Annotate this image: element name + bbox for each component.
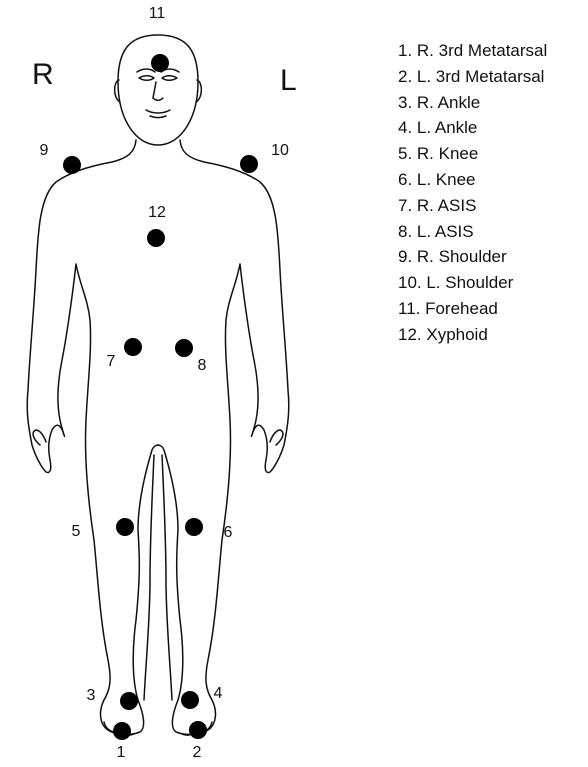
marker-number-1: 1 [107,745,135,761]
nose [153,82,163,100]
marker-number-9: 9 [30,143,58,159]
marker-legend: 1. R. 3rd Metatarsal 2. L. 3rd Metatarsa… [398,38,547,348]
marker-number-3: 3 [77,688,105,704]
marker-number-5: 5 [62,524,90,540]
right-eye [139,76,154,81]
legend-item-6: 6. L. Knee [398,167,547,193]
head-outline [118,35,198,145]
right-inner-leg [144,455,154,700]
mouth [146,110,170,113]
marker-number-7: 7 [97,354,125,370]
marker-dot-5 [116,518,134,536]
legend-item-11: 11. Forehead [398,296,547,322]
legend-item-4: 4. L. Ankle [398,115,547,141]
left-inner-leg [162,455,172,700]
legend-item-2: 2. L. 3rd Metatarsal [398,64,547,90]
marker-number-10: 10 [266,143,294,159]
legend-item-3: 3. R. Ankle [398,90,547,116]
legend-item-7: 7. R. ASIS [398,193,547,219]
marker-dot-1 [113,722,131,740]
legend-item-12: 12. Xyphoid [398,322,547,348]
marker-dot-4 [181,691,199,709]
marker-dot-10 [240,155,258,173]
marker-number-11: 11 [143,6,171,22]
side-label-right: R [32,60,54,90]
marker-dot-2 [189,721,207,739]
marker-dot-3 [120,692,138,710]
marker-dot-12 [147,229,165,247]
body-outline-left-side [158,140,289,734]
legend-item-8: 8. L. ASIS [398,219,547,245]
marker-dot-11 [151,54,169,72]
marker-dot-7 [124,338,142,356]
legend-item-9: 9. R. Shoulder [398,244,547,270]
right-eyebrow [137,69,155,72]
marker-number-12: 12 [143,205,171,221]
marker-number-6: 6 [214,525,242,541]
body-outline-right-side [27,140,158,734]
right-thumb [33,430,46,445]
legend-item-10: 10. L. Shoulder [398,270,547,296]
marker-number-2: 2 [183,745,211,761]
left-thumb [270,430,283,445]
marker-dot-9 [63,156,81,174]
marker-dot-8 [175,339,193,357]
marker-dot-6 [185,518,203,536]
legend-item-5: 5. R. Knee [398,141,547,167]
side-label-left: L [280,66,297,96]
marker-number-8: 8 [188,358,216,374]
marker-number-4: 4 [204,686,232,702]
left-eye [162,76,177,81]
lower-lip [150,116,166,118]
legend-item-1: 1. R. 3rd Metatarsal [398,38,547,64]
